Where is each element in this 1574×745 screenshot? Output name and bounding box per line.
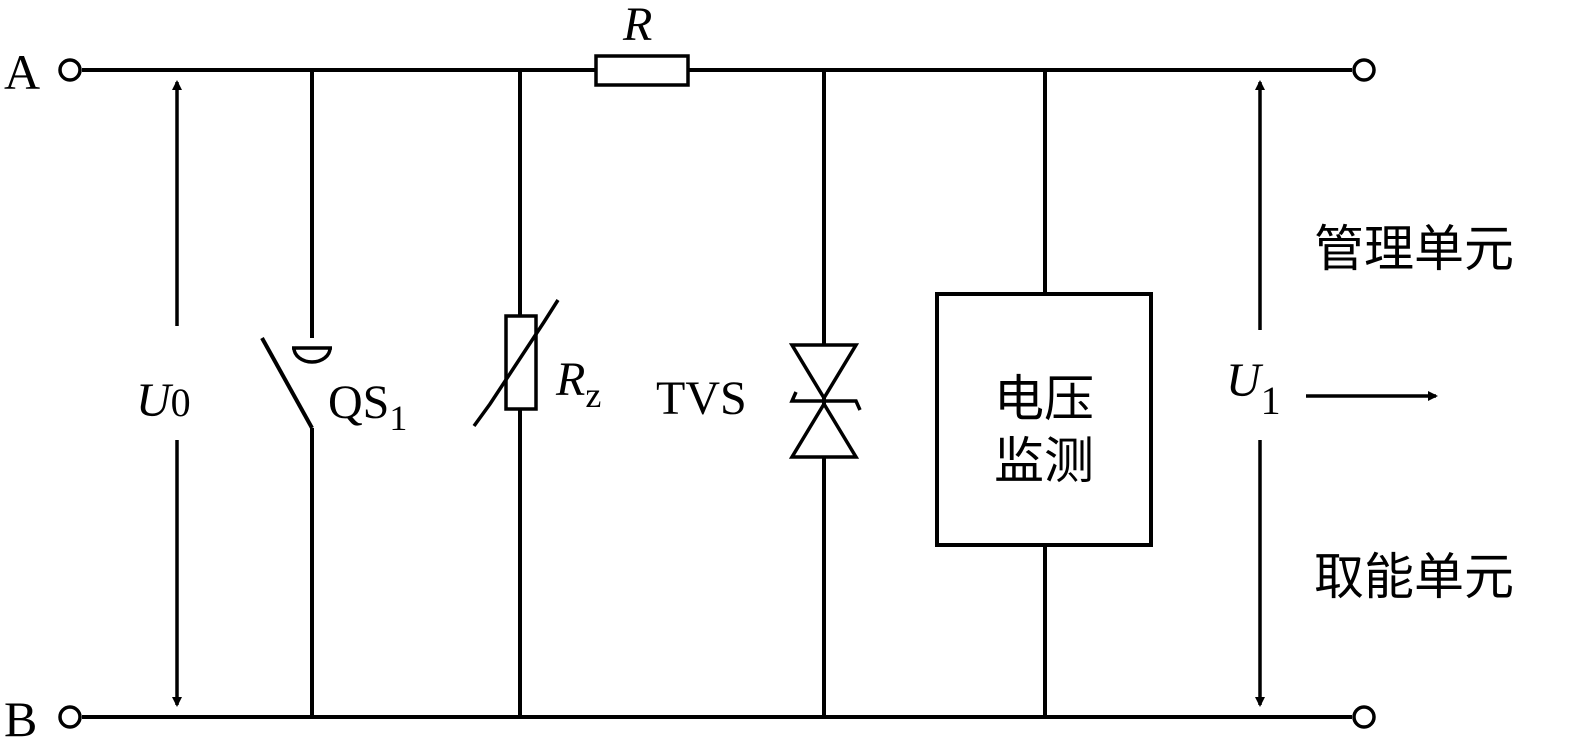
terminal-b-label: B [4,691,37,745]
varistor-label: Rz [555,353,601,415]
terminal-a [58,58,82,82]
monitor-label-line1: 电压 [994,370,1094,428]
voltage-monitor-block [935,70,1153,717]
u0-label: U0 [136,374,191,427]
terminal-b [58,705,82,729]
terminal-bottom-right [1352,705,1376,729]
tvs-diode [788,70,862,717]
tvs-label: TVS [656,372,747,425]
u1-label: U1 [1226,354,1281,423]
terminal-a-label: A [4,44,40,100]
management-unit-label: 管理单元 [1314,220,1514,278]
resistor-label: R [622,0,652,51]
energy-harvest-unit-label: 取能单元 [1314,548,1514,606]
switch-label: QS1 [328,376,407,438]
monitor-label-line2: 监测 [994,432,1094,490]
switch-qs1 [260,70,332,717]
resistor-r [594,54,690,87]
varistor-rz [472,70,560,717]
terminal-top-right [1352,58,1376,82]
